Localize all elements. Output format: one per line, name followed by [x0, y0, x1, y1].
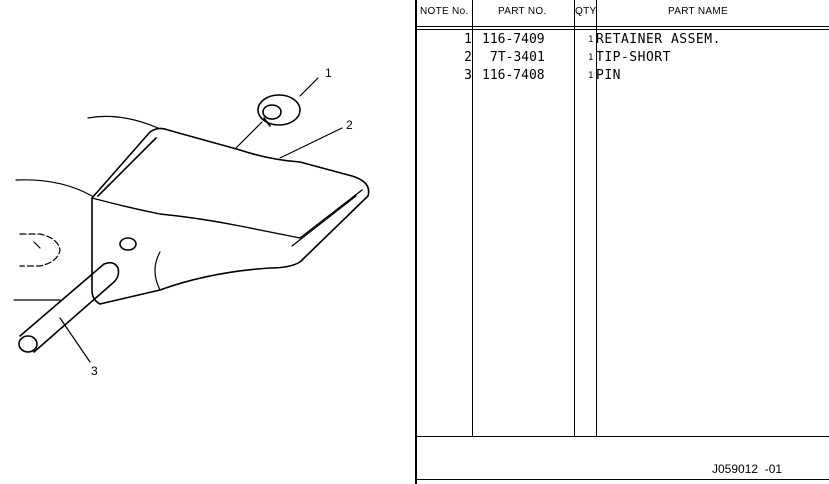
quantity: 1 — [588, 53, 594, 63]
adapter-outline — [15, 179, 93, 197]
part-name: TIP-SHORT — [596, 50, 671, 65]
header-rule — [416, 26, 829, 27]
leader-line-3 — [59, 317, 91, 363]
column-rule — [574, 0, 575, 436]
parts-list-table: NOTE No. PART NO. QTY. PART NAME 1 116-7… — [416, 0, 829, 484]
parts-illustration: 1 2 3 — [13, 66, 370, 378]
drawing-number: J059012 -01 — [712, 462, 783, 476]
footer-rule — [416, 436, 829, 437]
header-note-no: NOTE No. — [420, 6, 469, 17]
table-row: 1 116-7409 1 RETAINER ASSEM. — [416, 32, 829, 49]
note-number: 2 — [464, 50, 472, 65]
header-rule — [416, 29, 829, 30]
pin-part — [18, 261, 120, 353]
column-rule — [596, 0, 597, 436]
callout-3: 3 — [91, 364, 98, 378]
adapter-detail — [33, 241, 41, 249]
adapter-outline — [87, 115, 159, 129]
header-part-name: PART NAME — [668, 6, 728, 17]
leader-line-1 — [299, 77, 319, 97]
part-number: 7T-3401 — [490, 50, 545, 65]
part-name: RETAINER ASSEM. — [596, 32, 721, 47]
retainer-assembly-part — [257, 94, 301, 127]
leader-line-2 — [279, 127, 343, 159]
column-rule — [472, 0, 473, 436]
note-number: 3 — [464, 68, 472, 83]
note-number: 1 — [464, 32, 472, 47]
callout-2: 2 — [346, 118, 353, 132]
tip-short-part — [91, 127, 370, 305]
exploded-view-drawing — [13, 77, 370, 363]
table-row: 2 7T-3401 1 TIP-SHORT — [416, 50, 829, 67]
callout-1: 1 — [325, 66, 332, 80]
bottom-rule — [416, 479, 829, 480]
part-name: PIN — [596, 68, 621, 83]
leader-line-1b — [235, 121, 263, 149]
panel-divider — [415, 0, 417, 484]
table-row: 3 116-7408 1 PIN — [416, 68, 829, 85]
part-number: 116-7408 — [482, 68, 545, 83]
quantity: 1 — [588, 35, 594, 45]
header-part-no: PART NO. — [498, 6, 547, 17]
quantity: 1 — [588, 71, 594, 81]
part-number: 116-7409 — [482, 32, 545, 47]
header-qty: QTY. — [575, 6, 599, 17]
adapter-nose-outline — [19, 233, 61, 267]
